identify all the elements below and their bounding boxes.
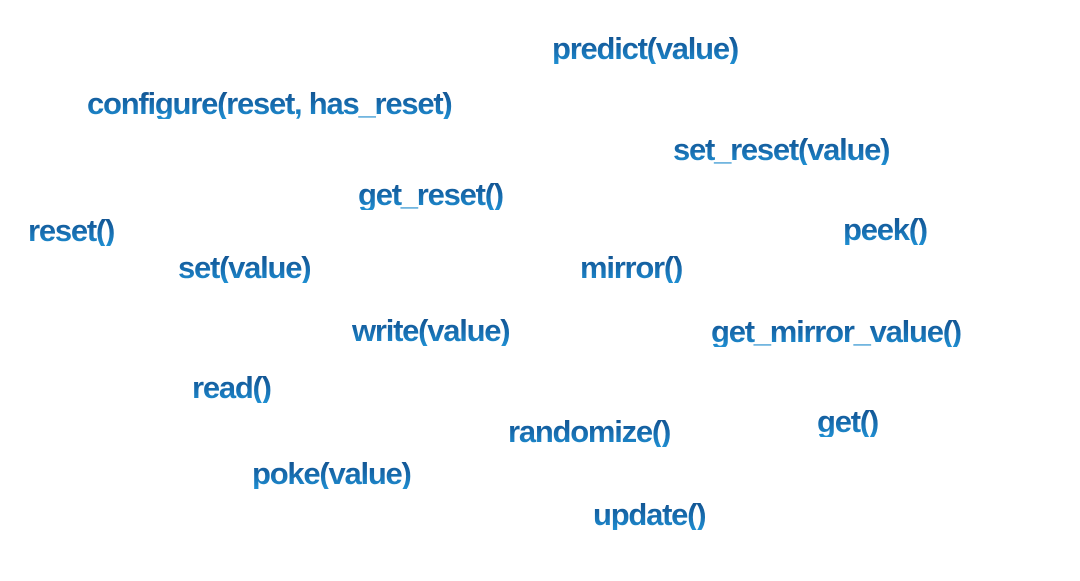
method-label: configure(reset, has_reset) <box>87 86 453 121</box>
method-label: peek() <box>843 212 928 247</box>
method-label: update() <box>593 497 707 532</box>
method-label: read() <box>192 370 272 405</box>
method-label: get() <box>817 404 879 439</box>
method-label: set_reset(value) <box>673 132 890 167</box>
method-label: write(value) <box>352 313 511 348</box>
method-label: poke(value) <box>252 456 412 491</box>
method-label: reset() <box>28 213 115 248</box>
method-label: mirror() <box>580 250 683 285</box>
method-label: set(value) <box>178 250 312 285</box>
method-label: get_mirror_value() <box>711 314 962 349</box>
method-label: get_reset() <box>358 177 504 212</box>
method-label: randomize() <box>508 414 671 449</box>
method-label: predict(value) <box>552 31 739 66</box>
